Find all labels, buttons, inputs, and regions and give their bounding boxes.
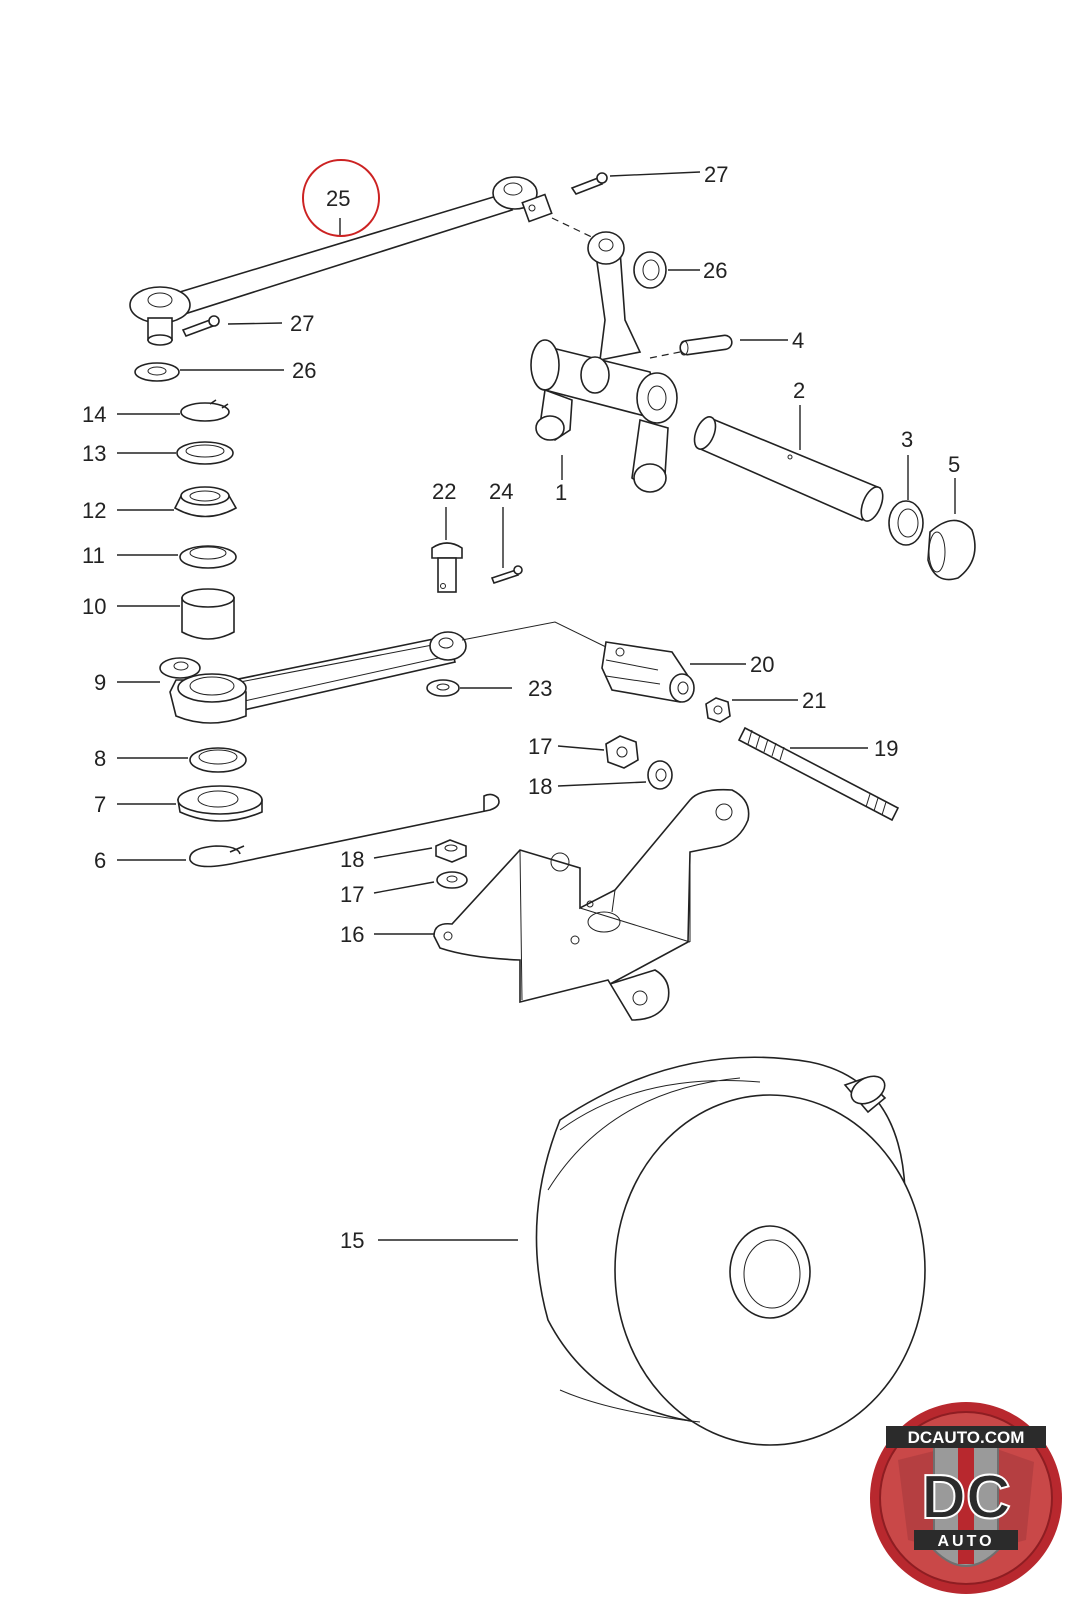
label-24: 24 bbox=[489, 479, 513, 504]
label-1: 1 bbox=[555, 480, 567, 505]
label-19: 19 bbox=[874, 736, 898, 761]
label-11: 11 bbox=[82, 543, 105, 568]
part-21-nut bbox=[705, 697, 731, 723]
label-6: 6 bbox=[94, 848, 106, 873]
logo-site-text: DCAUTO.COM bbox=[908, 1428, 1025, 1447]
label-27-lower: 27 bbox=[290, 311, 314, 336]
part-26-washer-lower bbox=[134, 362, 180, 382]
part-2-shaft bbox=[693, 416, 884, 522]
part-19-threaded-rod bbox=[737, 726, 900, 822]
label-10: 10 bbox=[82, 594, 106, 619]
label-20: 20 bbox=[750, 652, 774, 677]
part-18-nut-lower bbox=[435, 839, 467, 863]
part-labels: 25 27 26 27 26 4 2 3 5 1 14 13 12 11 10 … bbox=[82, 162, 960, 1253]
label-3: 3 bbox=[901, 427, 913, 452]
label-18-lower: 18 bbox=[340, 847, 364, 872]
part-4-pin bbox=[679, 334, 733, 356]
part-27-cotter-pin-lower bbox=[181, 315, 220, 337]
highlight-circle bbox=[302, 159, 380, 237]
label-5: 5 bbox=[948, 452, 960, 477]
part-25-linkage-rod bbox=[129, 176, 553, 346]
part-7-seal bbox=[177, 785, 263, 822]
part-27-cotter-pin-upper bbox=[570, 172, 608, 195]
part-16-mounting-bracket bbox=[433, 788, 750, 1021]
logo-word: AUTO bbox=[937, 1533, 994, 1550]
label-23: 23 bbox=[528, 676, 552, 701]
part-20-clevis bbox=[601, 641, 695, 703]
logo-letters: DC bbox=[921, 1463, 1011, 1532]
label-21: 21 bbox=[802, 688, 826, 713]
part-3-seal-ring bbox=[888, 500, 924, 546]
part-23-washer bbox=[426, 679, 460, 697]
label-17-lower: 17 bbox=[340, 882, 364, 907]
label-26-lower: 26 bbox=[292, 358, 316, 383]
part-13-washer bbox=[176, 441, 234, 465]
part-22-clevis-pin bbox=[431, 542, 463, 593]
part-10-bushing bbox=[181, 588, 235, 640]
label-4: 4 bbox=[792, 328, 804, 353]
part-1-lever-bracket bbox=[530, 217, 681, 493]
label-8: 8 bbox=[94, 746, 106, 771]
label-25: 25 bbox=[326, 186, 350, 211]
label-15: 15 bbox=[340, 1228, 364, 1253]
label-13: 13 bbox=[82, 441, 106, 466]
label-16: 16 bbox=[340, 922, 364, 947]
part-8-ring bbox=[189, 747, 247, 773]
label-9: 9 bbox=[94, 670, 106, 695]
label-2: 2 bbox=[793, 378, 805, 403]
part-9-relay-lever bbox=[159, 621, 609, 724]
part-12-bushing-cup bbox=[173, 486, 238, 518]
part-11-ring bbox=[179, 545, 237, 569]
label-17-upper: 17 bbox=[528, 734, 552, 759]
part-26-washer-upper bbox=[633, 251, 667, 289]
label-18-upper: 18 bbox=[528, 774, 552, 799]
part-17-nut-upper bbox=[605, 735, 639, 769]
leader-lines bbox=[117, 171, 956, 1241]
part-14-circlip bbox=[180, 399, 230, 422]
part-6-return-spring bbox=[189, 793, 500, 868]
label-7: 7 bbox=[94, 792, 106, 817]
label-22: 22 bbox=[432, 479, 456, 504]
label-14: 14 bbox=[82, 402, 106, 427]
part-17-washer-lower bbox=[436, 871, 468, 889]
dcauto-logo: DCAUTO.COM DC AUTO bbox=[870, 1402, 1062, 1594]
part-18-washer-upper bbox=[647, 760, 673, 790]
part-5-cap bbox=[927, 519, 976, 581]
part-24-cotter-pin bbox=[490, 565, 523, 584]
part-15-booster-drum bbox=[535, 1056, 926, 1446]
label-26-upper: 26 bbox=[703, 258, 727, 283]
label-27-upper: 27 bbox=[704, 162, 728, 187]
label-12: 12 bbox=[82, 498, 106, 523]
